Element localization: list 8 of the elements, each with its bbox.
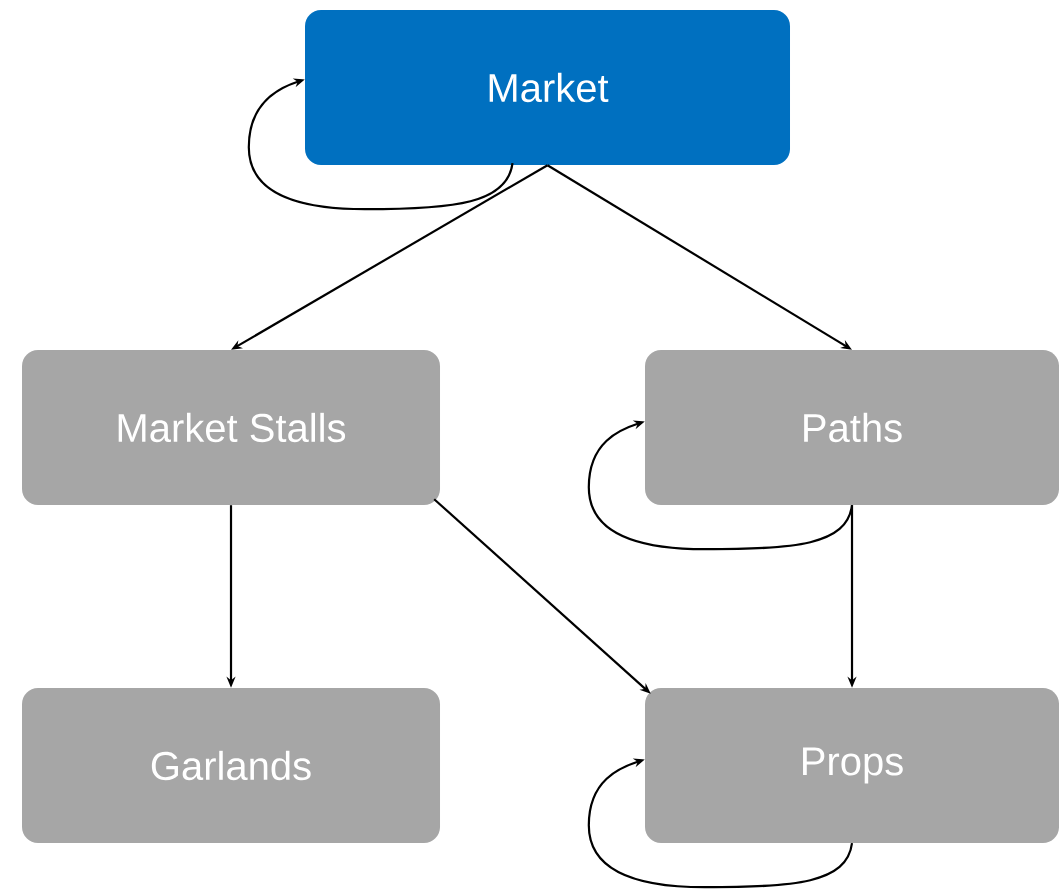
process-box: Props [645,688,1059,843]
loop-arrow [587,758,854,889]
loop-arrow [247,78,514,211]
process-box: Paths [645,350,1059,505]
loop-arrow [587,420,854,551]
process-box: Garlands [22,688,440,843]
process-box: Market [305,10,790,165]
process-box: Market Stalls [22,350,440,505]
